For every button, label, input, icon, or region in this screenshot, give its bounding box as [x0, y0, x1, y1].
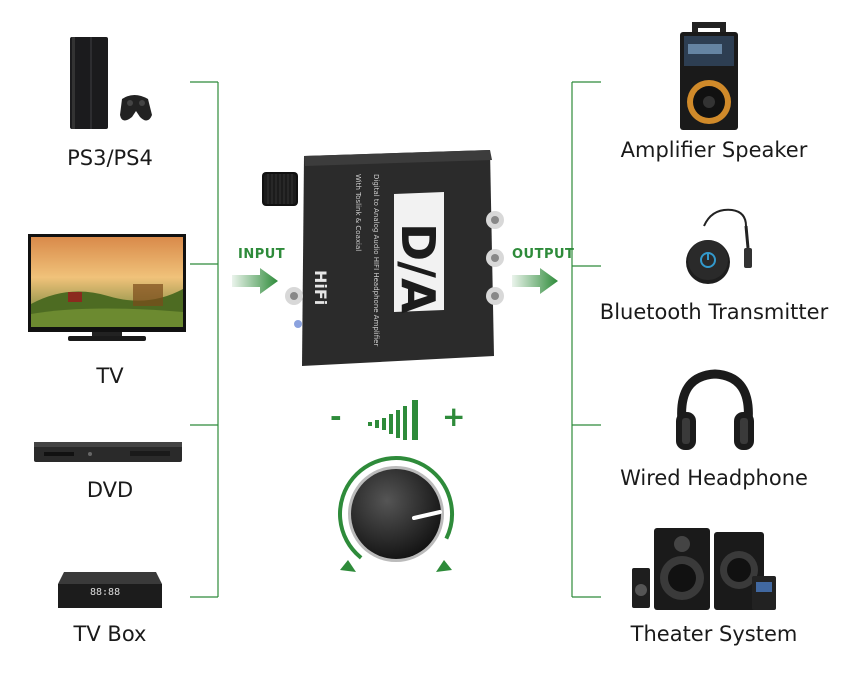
output-bracket [571, 81, 601, 598]
volume-knob[interactable] [326, 450, 466, 580]
volume-minus: - [330, 400, 342, 433]
output-label-amplifier: Amplifier Speaker [620, 138, 808, 162]
device-hifi: HiFi [311, 270, 330, 306]
theater-system-icon [632, 528, 776, 610]
device-logo: D/A [391, 223, 445, 314]
amplifier-speaker-icon [680, 22, 738, 130]
output-arrow-icon [512, 268, 558, 294]
input-label-tv: TV [96, 364, 124, 388]
dvd-player-icon [34, 442, 182, 462]
output-label-headphone: Wired Headphone [620, 466, 808, 490]
output-arrow-label: OUTPUT [512, 247, 575, 262]
game-console-icon [70, 37, 152, 129]
input-arrow-label: INPUT [238, 247, 286, 262]
device-text-line1: Digital to Analog Audio HIFI Headphone A… [372, 174, 380, 347]
wired-headphone-icon [676, 369, 754, 450]
bluetooth-transmitter-icon [686, 208, 752, 284]
output-label-theater: Theater System [630, 622, 798, 646]
input-arrow-icon [232, 268, 278, 294]
tv-box-icon: 88:88 [54, 568, 166, 612]
volume-plus: + [442, 400, 466, 433]
input-label-tvbox: TV Box [73, 622, 147, 646]
input-bracket [190, 81, 219, 598]
input-label-ps: PS3/PS4 [67, 146, 153, 170]
television-icon [28, 234, 186, 341]
device-text-line2: With Toslink & Coaxial [354, 174, 362, 252]
volume-level-icon [368, 400, 418, 440]
dac-device: D/A HiFi Digital to Analog Audio HIFI He… [258, 150, 508, 370]
output-label-bluetooth: Bluetooth Transmitter [599, 300, 829, 324]
tv-box-display: 88:88 [90, 587, 121, 598]
input-label-dvd: DVD [86, 478, 134, 502]
